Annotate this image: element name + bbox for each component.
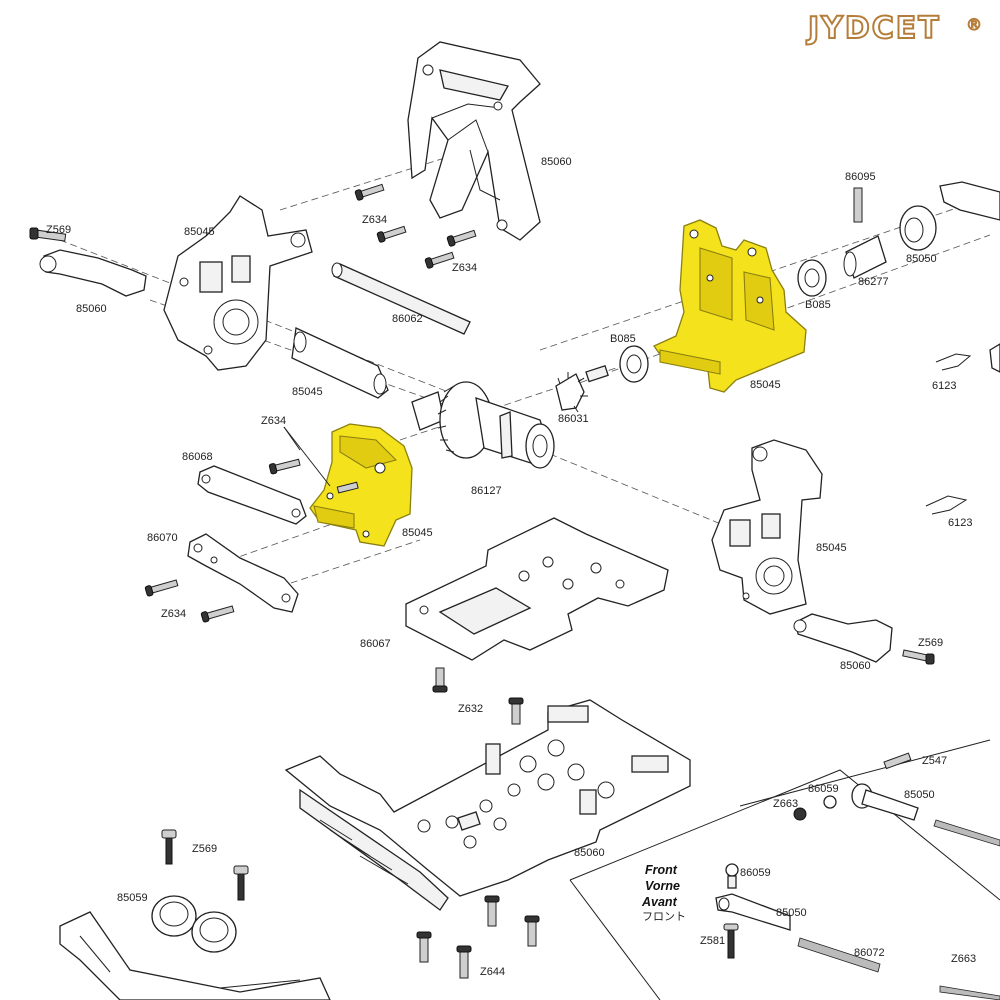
label-86067: 86067 bbox=[360, 638, 391, 650]
gearbox-housing-left-85045 bbox=[163, 195, 313, 371]
label-z634-b: Z634 bbox=[452, 262, 477, 274]
differential-86127 bbox=[411, 381, 555, 469]
pinion-gear-86031 bbox=[555, 365, 609, 413]
arm-top-right bbox=[939, 181, 1000, 221]
direction-avant: Avant bbox=[641, 895, 678, 909]
label-z663-a: Z663 bbox=[773, 798, 798, 810]
shock-tower-85060 bbox=[407, 41, 541, 241]
label-86095: 86095 bbox=[845, 171, 876, 183]
label-6123-a: 6123 bbox=[932, 380, 956, 392]
screws-z634-top bbox=[354, 183, 477, 269]
caps-85059 bbox=[151, 895, 237, 953]
label-85060-right: 85060 bbox=[840, 660, 871, 672]
pin-bar-85045 bbox=[291, 327, 389, 399]
leader-lines bbox=[283, 426, 331, 487]
label-86277: 86277 bbox=[858, 276, 889, 288]
label-b085-b: B085 bbox=[805, 299, 831, 311]
bumper-frame-bottom bbox=[59, 911, 331, 1000]
screws-z632 bbox=[432, 667, 524, 725]
label-6123-b: 6123 bbox=[948, 517, 972, 529]
label-86072: 86072 bbox=[854, 947, 885, 959]
label-85045-yellow-right: 85045 bbox=[750, 379, 781, 391]
gearbox-housing-right-85045 bbox=[711, 439, 823, 615]
direction-japanese: フロント bbox=[642, 911, 686, 923]
label-86070: 86070 bbox=[147, 532, 178, 544]
pin-86095 bbox=[853, 187, 863, 223]
label-z569-left: Z569 bbox=[46, 224, 71, 236]
label-85045-bar: 85045 bbox=[292, 386, 323, 398]
label-z663-b: Z663 bbox=[951, 953, 976, 965]
label-85060-bottom: 85060 bbox=[574, 847, 605, 859]
direction-front: Front bbox=[645, 863, 678, 877]
clip-6123-a bbox=[935, 353, 972, 371]
label-85060-left: 85060 bbox=[76, 303, 107, 315]
part-labels: 85060 Z634 Z634 Z569 85045 85060 86062 8… bbox=[46, 156, 976, 978]
label-86068: 86068 bbox=[182, 451, 213, 463]
label-86059-b: 86059 bbox=[740, 867, 771, 879]
brand-name: JYDCET bbox=[806, 11, 941, 46]
label-86059-a: 86059 bbox=[808, 783, 839, 795]
label-z632: Z632 bbox=[458, 703, 483, 715]
label-z634-d: Z634 bbox=[161, 608, 186, 620]
bearing-b085-b bbox=[797, 259, 827, 297]
label-85045-left-top: 85045 bbox=[184, 226, 215, 238]
rod-assembly-85050-top bbox=[793, 752, 1000, 847]
label-z569-bottom: Z569 bbox=[192, 843, 217, 855]
hinge-pin-86062 bbox=[331, 262, 471, 335]
screws-z644 bbox=[416, 895, 540, 979]
knuckle-left-85060 bbox=[29, 227, 147, 297]
skid-plate-85060 bbox=[284, 699, 691, 911]
screws-z634-mid bbox=[268, 458, 359, 494]
label-85050-b: 85050 bbox=[904, 789, 935, 801]
label-z644: Z644 bbox=[480, 966, 505, 978]
plate-86070 bbox=[187, 533, 299, 613]
screws-z634-low bbox=[144, 579, 235, 623]
label-85045-yellow-left: 85045 bbox=[402, 527, 433, 539]
label-85059: 85059 bbox=[117, 892, 148, 904]
steering-inset bbox=[569, 739, 1000, 1000]
part-far-right bbox=[989, 343, 1000, 373]
screws-z569-bottom bbox=[161, 829, 249, 901]
brand-logo: JYDCET ® bbox=[805, 10, 983, 47]
deck-plate-86067 bbox=[405, 517, 669, 661]
label-85050-c: 85050 bbox=[776, 907, 807, 919]
rod-assembly-85050-bottom bbox=[715, 863, 1000, 1000]
label-z634-a: Z634 bbox=[362, 214, 387, 226]
label-86062: 86062 bbox=[392, 313, 423, 325]
label-85060-top: 85060 bbox=[541, 156, 572, 168]
bearing-b085-a bbox=[619, 345, 649, 383]
label-z581: Z581 bbox=[700, 935, 725, 947]
label-z634-c: Z634 bbox=[261, 415, 286, 427]
knuckle-right-85060 bbox=[793, 613, 935, 665]
direction-note: Front Vorne Avant フロント bbox=[641, 863, 686, 923]
label-b085-a: B085 bbox=[610, 333, 636, 345]
gearbox-housing-highlight-left-85045 bbox=[309, 423, 413, 547]
label-85045-right-bottom: 85045 bbox=[816, 542, 847, 554]
label-z547: Z547 bbox=[922, 755, 947, 767]
gearbox-housing-highlight-right-85045 bbox=[653, 219, 807, 393]
brand-mark: ® bbox=[966, 15, 982, 34]
output-cup-86277 bbox=[843, 235, 887, 279]
cup-85050 bbox=[899, 205, 937, 251]
label-86031: 86031 bbox=[558, 413, 589, 425]
label-z569-right: Z569 bbox=[918, 637, 943, 649]
clip-6123-b bbox=[925, 495, 968, 515]
link-plate-86068 bbox=[197, 465, 307, 525]
label-86127: 86127 bbox=[471, 485, 502, 497]
label-85050-right: 85050 bbox=[906, 253, 937, 265]
direction-vorne: Vorne bbox=[645, 879, 680, 893]
